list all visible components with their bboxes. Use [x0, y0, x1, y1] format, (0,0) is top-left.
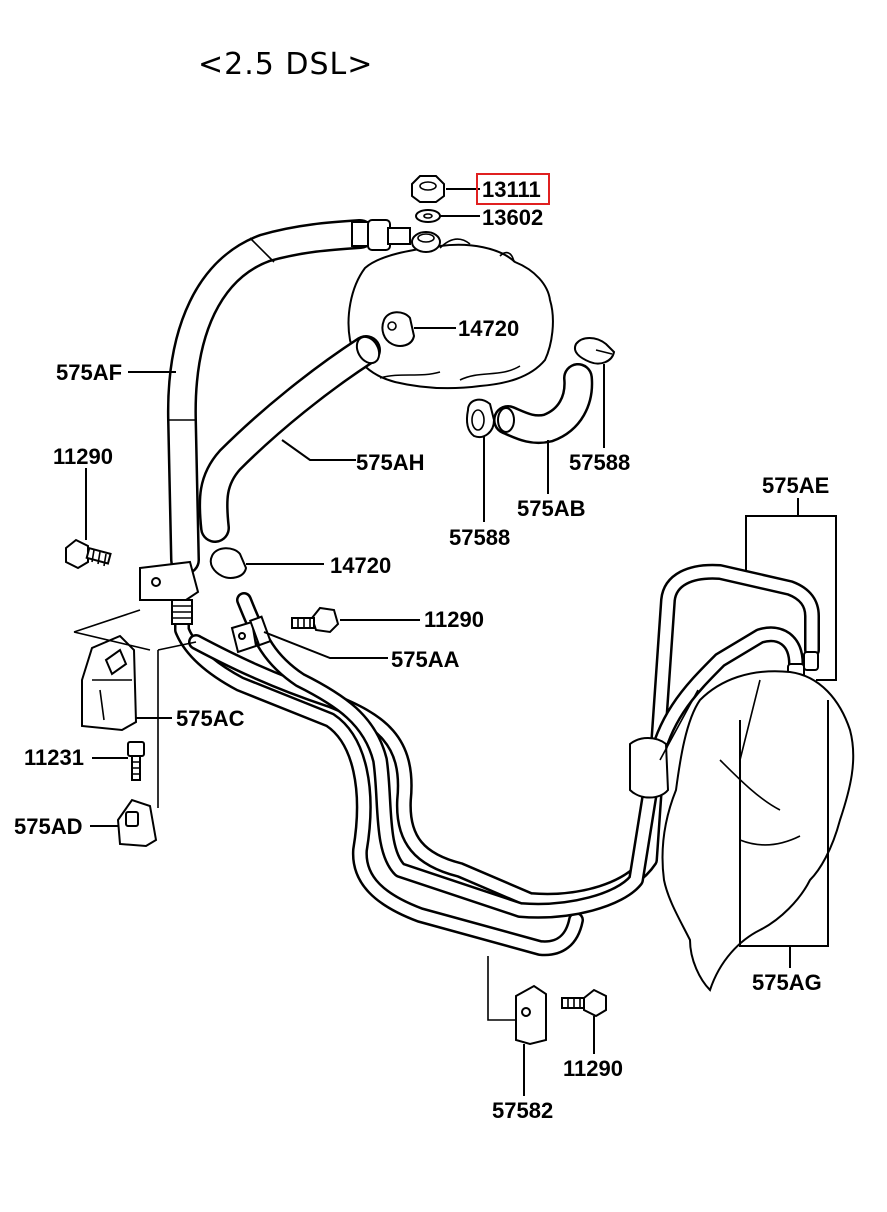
cap-57588-right — [574, 337, 616, 365]
bracket-575AC — [73, 609, 151, 732]
label-13111[interactable]: 13111 — [482, 177, 541, 202]
cap-57588-left — [465, 398, 496, 438]
label-575AE[interactable]: 575AE — [762, 473, 829, 498]
label-14720-mid[interactable]: 14720 — [330, 553, 391, 578]
hose-575AF — [166, 219, 441, 575]
clamp-14720-mid — [209, 547, 248, 579]
label-575AC[interactable]: 575AC — [176, 706, 245, 731]
highlight-box-13111 — [476, 173, 550, 205]
label-11231[interactable]: 11231 — [24, 745, 84, 770]
label-575AG[interactable]: 575AG — [752, 970, 822, 995]
reservoir-tank — [347, 238, 554, 390]
label-57588-left[interactable]: 57588 — [449, 525, 510, 550]
bolt-11231 — [127, 741, 145, 781]
label-575AD[interactable]: 575AD — [14, 814, 82, 839]
label-575AA[interactable]: 575AA — [391, 647, 460, 672]
bolt-11290-left — [65, 538, 112, 570]
bolt-11290-mid — [291, 606, 340, 634]
hose-575AB — [493, 363, 594, 445]
label-14720-top[interactable]: 14720 — [458, 316, 519, 341]
label-13602[interactable]: 13602 — [482, 205, 543, 230]
label-11290-left[interactable]: 11290 — [53, 444, 113, 469]
clip-57582 — [487, 956, 547, 1046]
label-575AF[interactable]: 575AF — [56, 360, 122, 385]
label-11290-mid[interactable]: 11290 — [424, 607, 484, 632]
washer-13602 — [415, 209, 441, 223]
hose-end-fitting — [171, 599, 193, 625]
nut-13111 — [411, 175, 445, 203]
diagram-title: <2.5 DSL> — [198, 47, 373, 82]
label-575AB[interactable]: 575AB — [517, 496, 585, 521]
clip-575AA — [230, 615, 272, 654]
power-steering-pump — [629, 670, 855, 992]
label-57588-right[interactable]: 57588 — [569, 450, 630, 475]
return-pipes — [174, 563, 820, 957]
hose-575AH — [198, 335, 381, 543]
label-11290-bottom[interactable]: 11290 — [563, 1056, 623, 1081]
leader-lines — [85, 188, 837, 1096]
label-575AH[interactable]: 575AH — [356, 450, 424, 475]
bolt-11290-bottom — [561, 988, 607, 1018]
hose-bracket-575AF — [139, 560, 200, 601]
clip-575AD — [116, 641, 197, 848]
label-57582[interactable]: 57582 — [492, 1098, 553, 1123]
clamp-14720-top — [381, 311, 416, 347]
